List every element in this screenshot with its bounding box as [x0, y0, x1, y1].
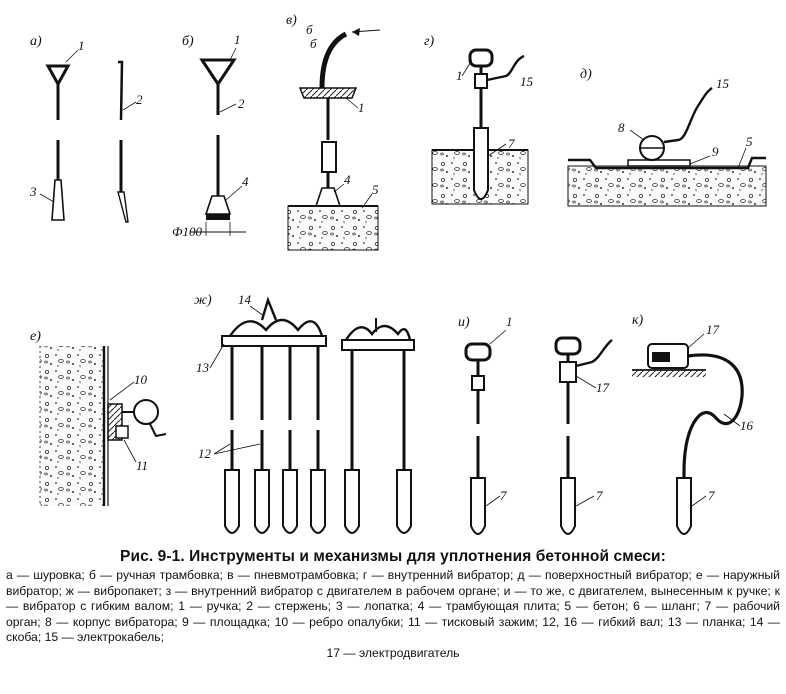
- label-v-5: 5: [372, 182, 379, 197]
- label-a-3: 3: [29, 184, 37, 199]
- label-d-8: 8: [618, 120, 625, 135]
- label-v-6b: б: [310, 36, 317, 51]
- panel-label-i: и): [458, 315, 470, 330]
- panel-e-external-vibrator: е) 10 11: [30, 329, 167, 506]
- label-d-15: 15: [716, 76, 730, 91]
- label-i-7b: 7: [596, 488, 603, 503]
- label-g-1: 1: [456, 68, 463, 83]
- caption-legend-text: а — шуровка; б — ручная трамбовка; в — п…: [6, 568, 780, 645]
- label-k-7: 7: [708, 488, 715, 503]
- panel-label-d: д): [580, 67, 592, 82]
- label-k-16: 16: [740, 418, 754, 433]
- label-b-2: 2: [238, 96, 245, 111]
- panel-d-surface-vibrator: д) 8 15 9 5: [567, 67, 767, 207]
- panel-label-e: е): [30, 329, 41, 344]
- label-v-1: 1: [358, 100, 365, 115]
- label-i-7a: 7: [500, 488, 507, 503]
- label-b-1: 1: [234, 32, 241, 47]
- panel-label-a: а): [30, 34, 42, 49]
- panel-k-flexible-shaft-vibrator: к) 17 16 7: [632, 313, 754, 535]
- label-d-5: 5: [746, 134, 753, 149]
- panel-b-tamper: б) Ф100 1 2 4: [172, 32, 249, 239]
- label-zh-13: 13: [196, 360, 210, 375]
- label-v-6a: б: [306, 22, 313, 37]
- caption-legend-last: 17 — электродвигатель: [326, 645, 460, 660]
- label-v-4: 4: [344, 172, 351, 187]
- panel-i-vibrator-motor-at-handle: и) 1 7 17 7: [458, 314, 613, 535]
- label-i-17: 17: [596, 380, 610, 395]
- zh-left-rods: [224, 346, 326, 534]
- panel-zh-vibro-package: ж) 14 13 12: [194, 292, 415, 534]
- label-b-diameter: Ф100: [172, 224, 202, 239]
- figure-caption: Рис. 9-1. Инструменты и механизмы для уп…: [6, 548, 780, 662]
- label-d-9: 9: [712, 144, 719, 159]
- label-k-17: 17: [706, 322, 720, 337]
- panel-label-g: г): [424, 34, 434, 49]
- label-e-10: 10: [134, 372, 148, 387]
- panel-label-k: к): [632, 313, 644, 328]
- panel-g-internal-vibrator: г) 1 15 7: [424, 34, 534, 205]
- panel-a-shurovka: а) 1 2 3: [29, 34, 143, 223]
- label-g-7: 7: [508, 136, 515, 151]
- label-e-11: 11: [136, 458, 148, 473]
- label-i-1: 1: [506, 314, 513, 329]
- figure-illustration: а) 1 2 3 б) Ф100 1 2 4 в) б б: [29, 13, 767, 535]
- panel-label-zh: ж): [194, 293, 212, 308]
- label-b-4: 4: [242, 174, 249, 189]
- panel-v-pneumatic-tamper: в) б б 1 4 5: [286, 13, 381, 251]
- caption-legend: а — шуровка; б — ручная трамбовка; в — п…: [6, 568, 780, 662]
- label-zh-14: 14: [238, 292, 252, 307]
- panel-label-v: в): [286, 13, 297, 28]
- caption-title: Рис. 9-1. Инструменты и механизмы для уп…: [120, 548, 666, 565]
- label-a-1: 1: [78, 38, 85, 53]
- label-g-15: 15: [520, 74, 534, 89]
- label-a-2: 2: [136, 92, 143, 107]
- label-zh-12: 12: [198, 446, 212, 461]
- panel-label-b: б): [182, 34, 194, 49]
